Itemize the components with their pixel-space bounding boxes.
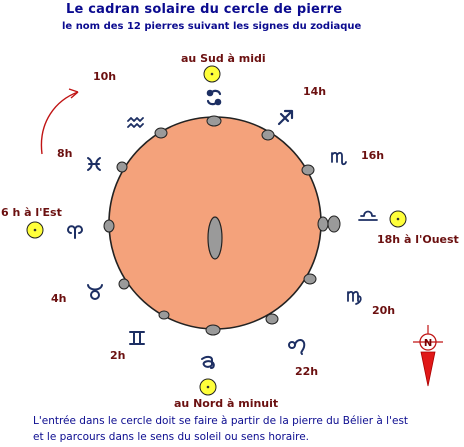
hour-8h: 8h	[57, 147, 73, 160]
stone-4h	[118, 278, 130, 290]
hour-4h: 4h	[51, 292, 67, 305]
footer-line-1: L'entrée dans le cercle doit se faire à …	[33, 415, 409, 427]
hour-22h: 22h	[295, 365, 319, 378]
hour-14h: 14h	[303, 85, 327, 98]
virgo-icon	[347, 290, 362, 305]
leo-icon	[288, 339, 306, 355]
perimeter-stones	[103, 115, 341, 336]
pisces-icon	[87, 157, 101, 171]
direction-arrow	[40, 88, 79, 155]
taurus-icon	[87, 284, 103, 300]
label-east: 6 h à l'Est	[1, 206, 62, 219]
aries-icon	[67, 225, 83, 239]
label-west: 18h à l'Ouest	[377, 233, 459, 246]
hour-16h: 16h	[361, 149, 385, 162]
page-subtitle: le nom des 12 pierres suivant les signes…	[62, 21, 362, 32]
footer-note: L'entrée dans le cercle doit se faire à …	[33, 413, 408, 445]
stone-8h	[116, 161, 128, 173]
compass-rose-icon: N	[413, 325, 443, 387]
cancer-icon	[206, 89, 222, 106]
stone-2h	[158, 310, 170, 320]
footer-line-2: et le parcours dans le sens du soleil ou…	[33, 431, 310, 443]
capricorn-icon	[201, 355, 215, 369]
label-south: au Sud à midi	[181, 52, 266, 65]
center-stone	[207, 216, 223, 260]
hour-20h: 20h	[372, 304, 396, 317]
sagittarius-icon	[277, 109, 294, 126]
stone-10h	[154, 127, 168, 139]
stone-14h	[261, 129, 275, 141]
stone-north	[205, 324, 221, 336]
stone-16h	[301, 164, 315, 176]
gemini-icon	[129, 331, 145, 345]
sun-markers	[26, 65, 407, 396]
stone-west	[327, 215, 341, 233]
stone-east	[103, 219, 115, 233]
hour-10h: 10h	[93, 70, 117, 83]
page-title: Le cadran solaire du cercle de pierre	[66, 2, 343, 17]
libra-icon	[358, 210, 378, 221]
scorpio-icon	[331, 151, 347, 166]
label-north: au Nord à minuit	[174, 397, 279, 410]
stone-20h	[303, 273, 317, 285]
svg-text:N: N	[424, 338, 432, 349]
stone-west-b	[317, 216, 329, 232]
stone-south	[206, 115, 222, 127]
hour-2h: 2h	[110, 349, 126, 362]
aquarius-icon	[127, 117, 144, 128]
stone-22h	[265, 313, 279, 325]
